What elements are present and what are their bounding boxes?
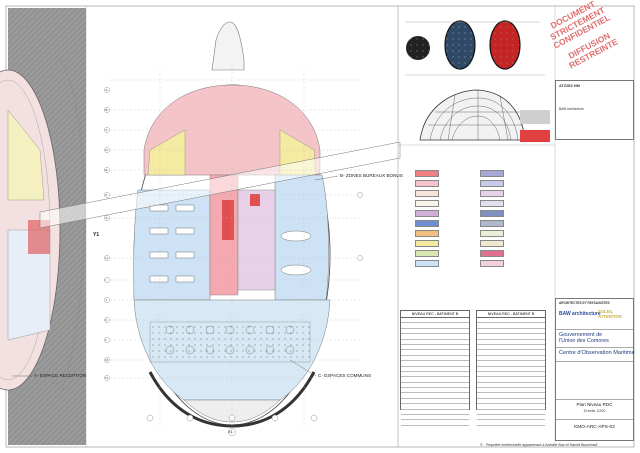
- zone-a-label: A- ESPACE RECEPTION: [34, 373, 87, 378]
- legend-item: [480, 239, 508, 247]
- table-header: NIVEAU REC - BATIMENT B: [401, 311, 469, 318]
- grid-axis-letter: C: [105, 127, 108, 132]
- legend-item: [415, 249, 443, 257]
- legend-item: [480, 219, 508, 227]
- zone-b-label: B- ZONES BUREAUX BONUS: [340, 173, 403, 178]
- grid-axis-letter: E: [105, 167, 108, 172]
- revision-code: ATZ2E2 HM: [559, 84, 580, 88]
- legend-item: [480, 179, 508, 187]
- drawing-scale: Echelle 1/200: [583, 409, 606, 413]
- grid-axis-letter: D: [105, 147, 108, 152]
- client-name: l'Union des Comores: [559, 338, 609, 345]
- grid-axis-letter: J: [105, 297, 108, 302]
- legend-item: [480, 189, 508, 197]
- legend-item: [415, 179, 443, 187]
- axis-y1-label: Y1: [93, 232, 100, 238]
- legend-item: [415, 199, 443, 207]
- legend-item: [480, 199, 508, 207]
- drawing-code: KMO-ARC-APS-02: [574, 425, 615, 430]
- legend-item: [480, 209, 508, 217]
- grid-axis-letter: N: [105, 375, 108, 380]
- legend-item: [480, 259, 508, 267]
- legend-item: [415, 209, 443, 217]
- title-block: ARCHITECTES ET PAYSAGISTES BAW architect…: [555, 298, 635, 441]
- axis-x1-label: X1: [228, 429, 233, 434]
- legend-item: [480, 249, 508, 257]
- client-name: Gouvernement de: [559, 332, 603, 338]
- legend-item: [415, 189, 443, 197]
- brand-logo: SOLEIL ATTENTION: [598, 309, 622, 319]
- info-block: ATZ2E2 HM BAW architecture: [555, 80, 634, 140]
- grid-axis-letter: M: [105, 357, 109, 362]
- firm-name: BAW architecture: [559, 107, 584, 111]
- grid-axis-letter: I: [105, 277, 107, 282]
- area-table-left: NIVEAU REC - BATIMENT B: [400, 310, 470, 426]
- area-table-right: NIVEAU REC - BATIMENT B: [476, 310, 546, 426]
- legend-item: [415, 219, 443, 227]
- drawing-title: Plan Niveau RDC: [576, 402, 613, 407]
- zone-c-label: C- ESPACES COMMUNS: [318, 373, 372, 378]
- grid-axis-letter: L: [105, 337, 108, 342]
- legend-item: [415, 239, 443, 247]
- grid-axis-letter: K: [105, 317, 108, 322]
- firm-logo: BAW architecture: [559, 311, 601, 317]
- legend-item: [480, 229, 508, 237]
- legend-item: [415, 229, 443, 237]
- project-name: Centre d'Observation Maritime: [559, 350, 635, 356]
- grid-axis-letter: A: [105, 87, 108, 92]
- grid-axis-letter: G: [105, 215, 108, 220]
- legend-item: [415, 169, 443, 177]
- copyright-note: © - Propriété intellectuelle appartenant…: [480, 443, 598, 447]
- legend-item: [415, 259, 443, 267]
- grid-axis-letter: H: [105, 255, 108, 260]
- table-header: NIVEAU REC - BATIMENT B: [477, 311, 545, 318]
- grid-axis-letter: B: [105, 107, 108, 112]
- grid-axis-letter: F: [105, 192, 108, 197]
- legend-item: [480, 169, 508, 177]
- color-legend: [415, 169, 565, 270]
- title-block-heading: ARCHITECTES ET PAYSAGISTES: [559, 301, 610, 305]
